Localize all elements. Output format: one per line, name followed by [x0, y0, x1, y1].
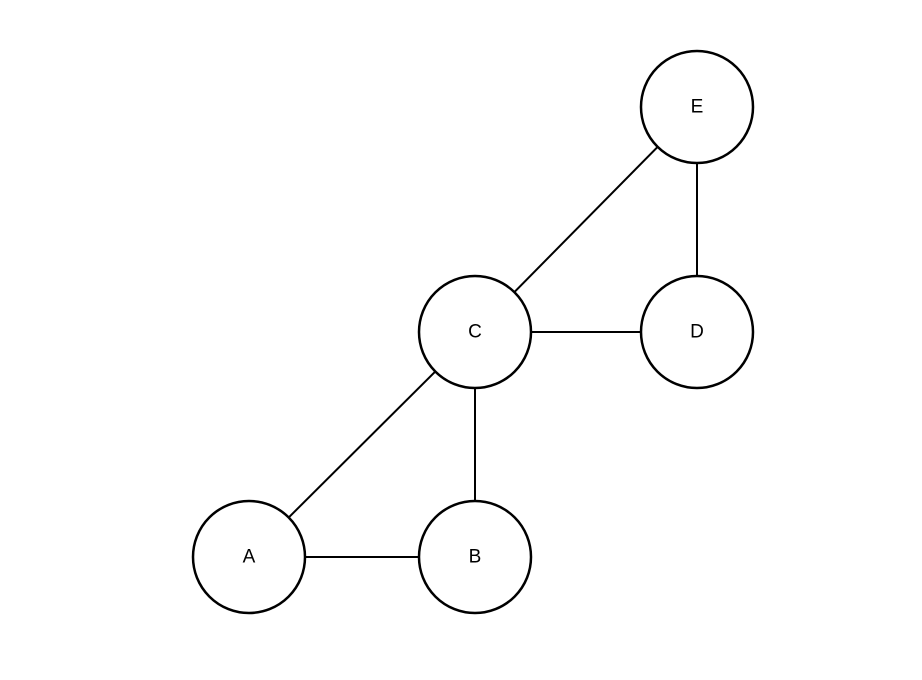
node-circle-C [417, 274, 533, 390]
node-label-D: D [690, 322, 704, 343]
node-B: B [417, 499, 533, 615]
node-D: D [639, 274, 755, 390]
node-C: C [417, 274, 533, 390]
node-A: A [191, 499, 307, 615]
node-E: E [639, 49, 755, 165]
nodes-layer: A B C D E [191, 49, 755, 615]
node-label-A: A [243, 547, 256, 568]
node-label-E: E [691, 97, 704, 118]
node-label-B: B [469, 547, 482, 568]
node-circle-D [639, 274, 755, 390]
node-label-C: C [468, 322, 482, 343]
node-circle-A [191, 499, 307, 615]
node-circle-E [639, 49, 755, 165]
node-circle-B [417, 499, 533, 615]
